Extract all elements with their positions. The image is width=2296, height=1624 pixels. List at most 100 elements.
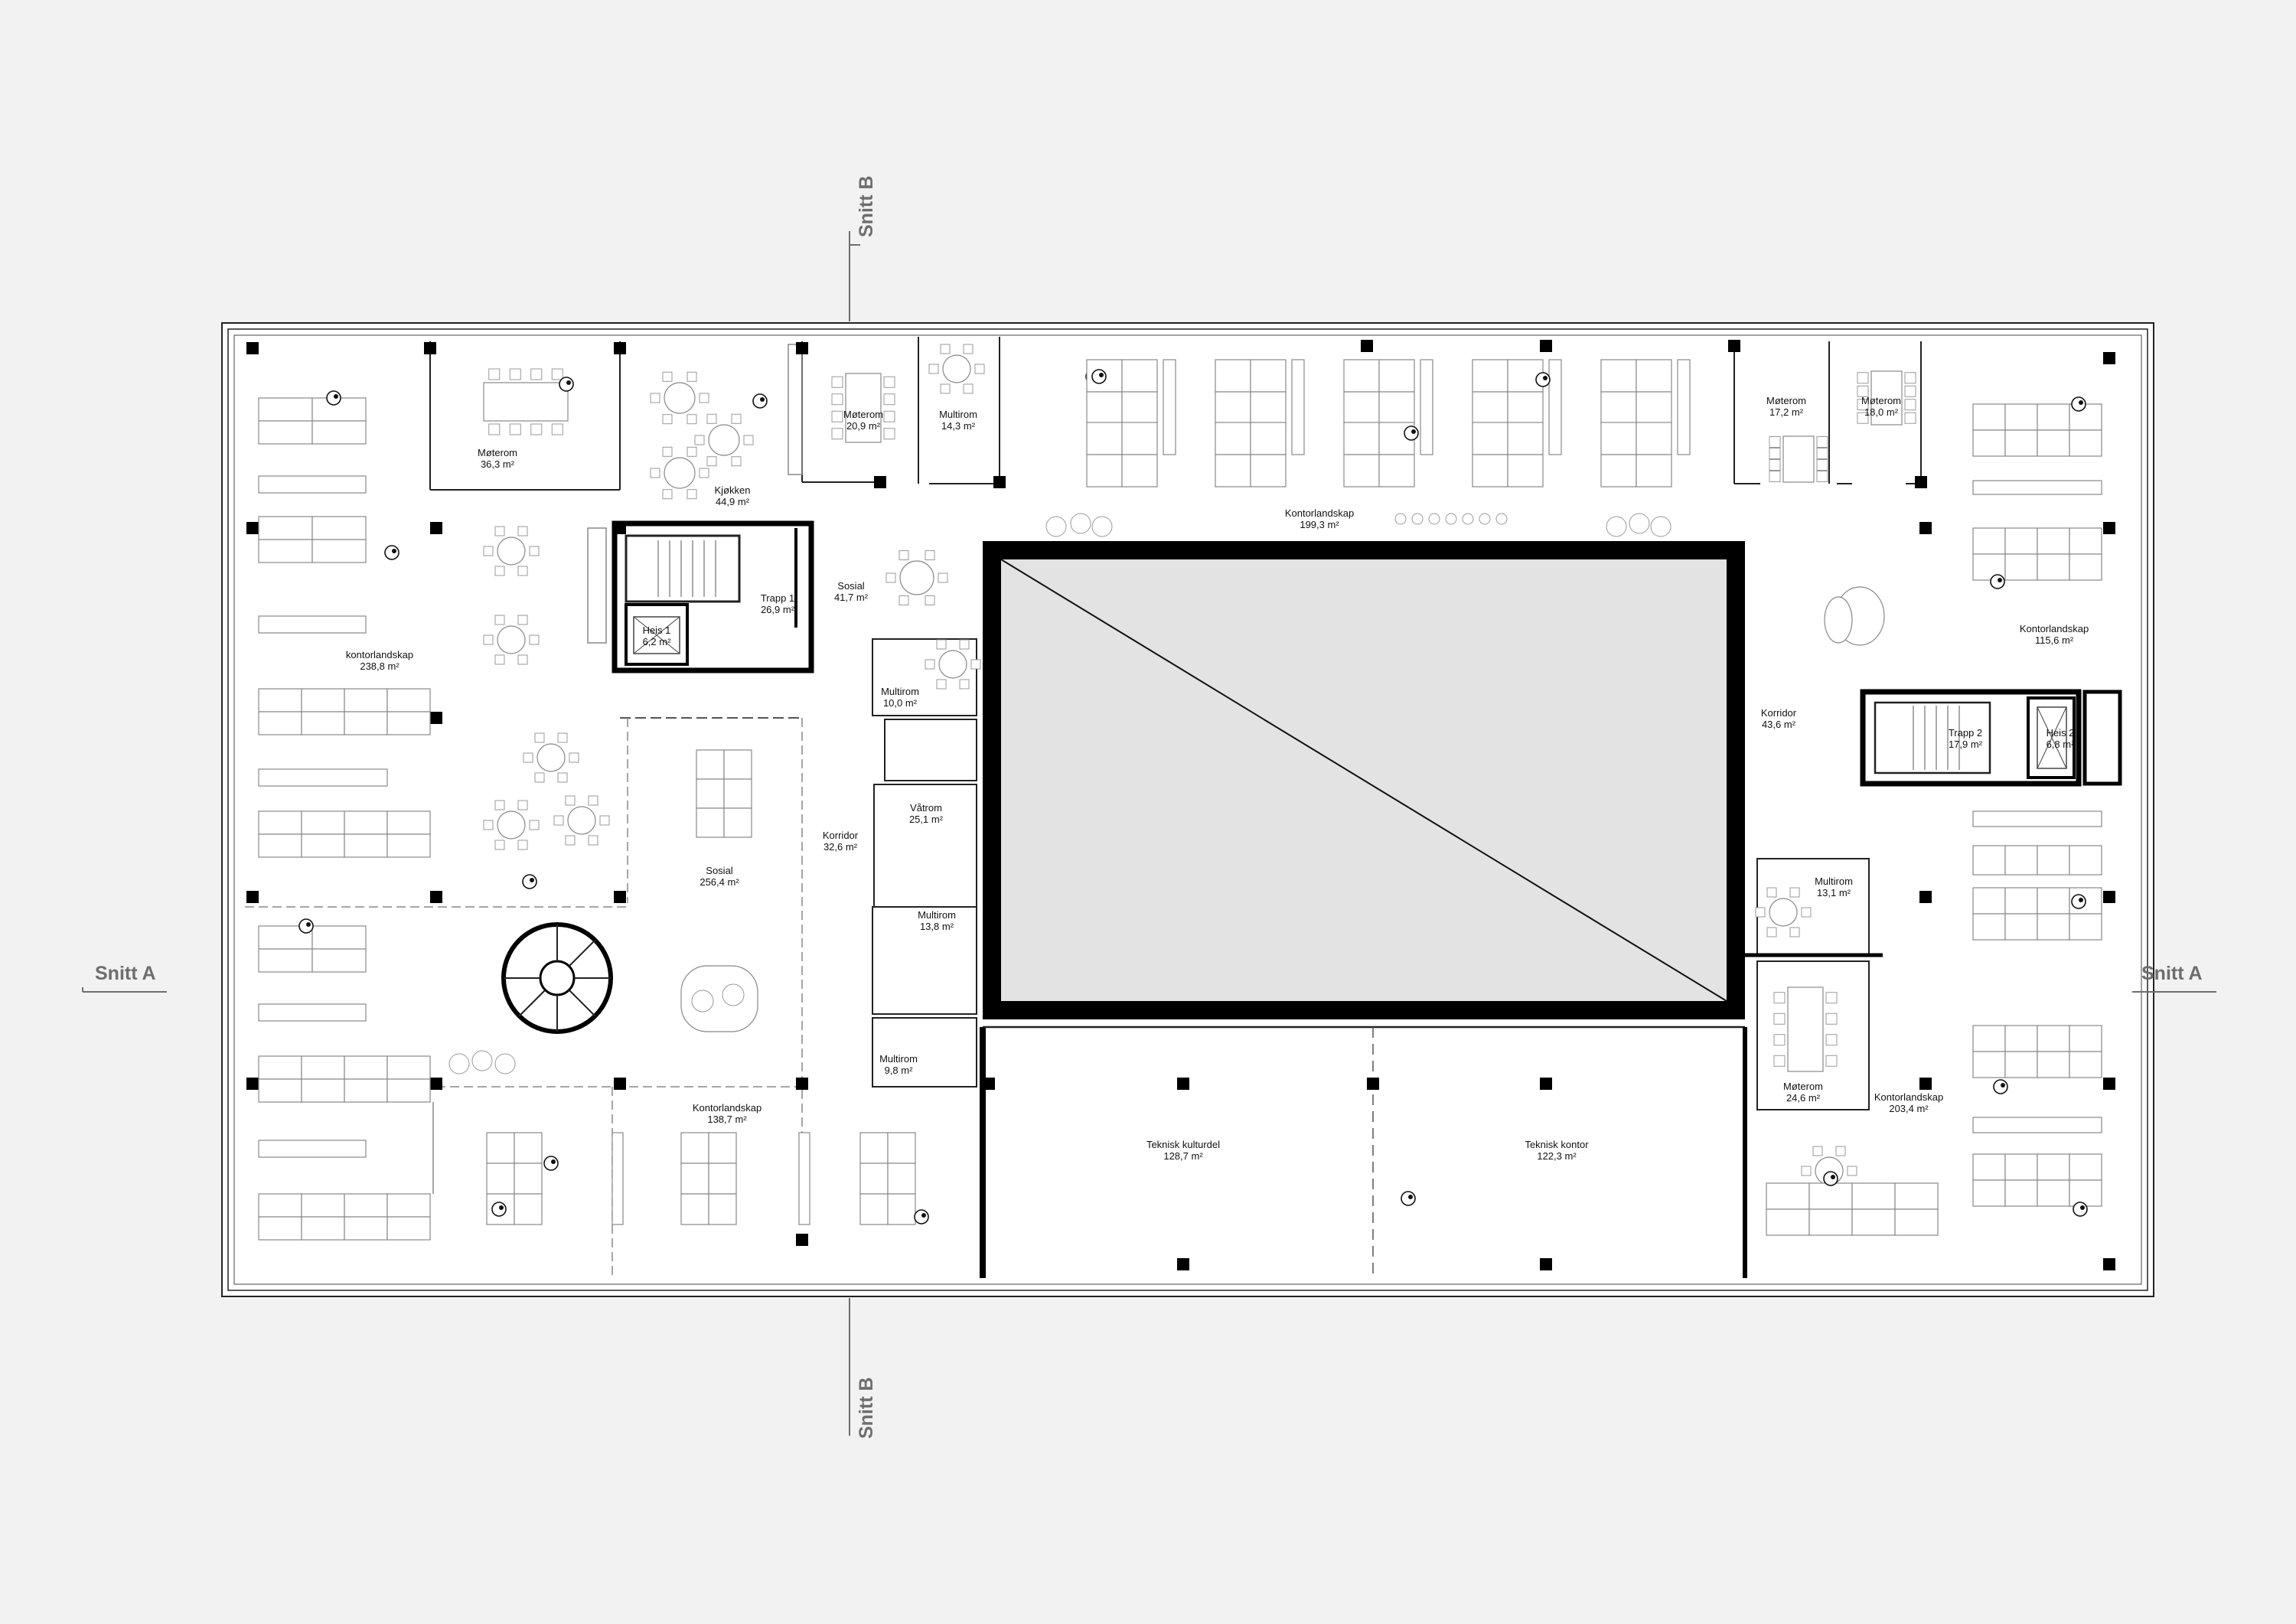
round-table [650,371,709,425]
meeting-table [1773,986,1838,1072]
column [2103,522,2115,534]
column [424,342,436,354]
column [246,522,259,534]
bench [258,768,388,787]
round-table [925,639,981,690]
round-table [523,732,579,783]
person-figure [1401,1191,1416,1206]
bench [1972,480,2102,495]
column [430,891,442,903]
column [983,1078,995,1090]
column [614,342,626,354]
desk-cluster [696,749,752,838]
desk-cluster [258,1055,431,1103]
column [2103,1258,2115,1270]
bench [258,1140,367,1158]
person-figure [2071,396,2086,412]
desk-cluster [1343,359,1415,425]
round-table [483,615,540,665]
bench [1548,359,1562,455]
column [1915,476,1927,488]
desk-cluster [1972,887,2102,941]
desk-cluster [258,397,367,445]
lounge-chair [471,1050,493,1071]
lounge-chair [448,1053,470,1075]
desk-cluster [1600,359,1672,425]
lounge-chair [1070,513,1091,534]
meeting-table [1857,370,1916,426]
bench [258,615,367,634]
round-table [553,795,610,846]
stool [1411,513,1424,525]
person-figure [914,1209,929,1225]
bench [1291,359,1305,455]
desk-cluster [680,1132,737,1225]
bench [612,1132,624,1225]
desk-cluster [258,925,367,973]
round-table [650,446,709,500]
desk-cluster [1215,422,1287,488]
spiral-stair [501,922,613,1034]
desk-cluster [258,1193,431,1241]
bench [1972,1117,2102,1133]
column [2103,1078,2115,1090]
column [1728,340,1740,352]
section-marker-b-bottom: Snitt B [849,1298,877,1439]
section-marker-b-top: Snitt B [849,175,877,321]
column [430,712,442,724]
column [874,476,886,488]
person-figure [1993,1079,2008,1094]
lounge-chair [1045,516,1067,537]
section-label-b-top: Snitt B [856,175,877,237]
desk-cluster [1766,1182,1939,1236]
column [430,522,442,534]
desk-cluster [1600,422,1672,488]
meeting-table [483,368,569,435]
furniture [258,344,2102,1241]
column [614,522,626,534]
armchair [1824,596,1853,644]
bench [258,1003,367,1022]
column [614,1078,626,1090]
person-figure [298,918,314,934]
stool [1445,513,1457,525]
column [246,1078,259,1090]
person-figure [752,393,768,409]
round-table [1755,887,1812,938]
round-table [483,526,540,576]
section-label-b-bottom: Snitt B [856,1377,877,1439]
person-figure [2071,894,2086,909]
desk-cluster [258,516,367,563]
column [796,342,808,354]
section-marker-a-right: Snitt A [2132,963,2216,993]
column [1540,1258,1552,1270]
desk-cluster [1972,1025,2102,1078]
stool [1428,513,1440,525]
pouf [722,983,745,1006]
structural-columns [246,340,2115,1270]
desk-cluster [1972,1153,2102,1207]
column [1919,891,1932,903]
desk-cluster [1472,422,1544,488]
bench [1420,359,1433,455]
person-figure [522,874,537,889]
column [246,342,259,354]
round-table [885,550,948,605]
person-figure [1091,369,1107,384]
meeting-table [831,373,895,443]
section-marker-a-left: Snitt A [82,963,167,993]
